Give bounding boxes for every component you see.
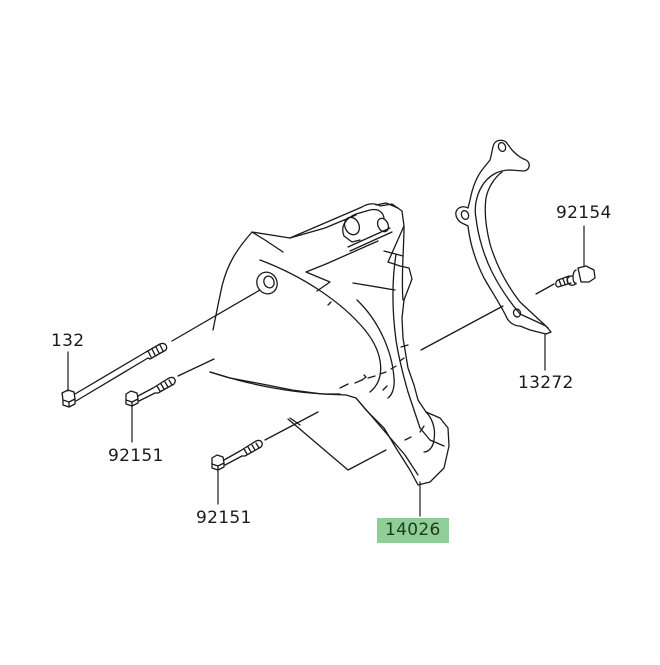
part-label-92154[interactable]: 92154 <box>556 203 612 223</box>
part-label-92151-lower[interactable]: 92151 <box>196 508 252 528</box>
bolt-92151-lower-drawing[interactable] <box>212 412 386 470</box>
bolt-132-drawing[interactable] <box>62 290 260 407</box>
part-label-132[interactable]: 132 <box>51 331 85 351</box>
bolt-92151-upper-drawing[interactable] <box>126 359 214 406</box>
gasket-drawing[interactable] <box>456 140 551 334</box>
sprocket-cover-drawing[interactable] <box>210 203 449 485</box>
leader-lines <box>68 226 584 516</box>
part-label-13272[interactable]: 13272 <box>518 373 574 393</box>
part-label-14026-highlighted[interactable]: 14026 <box>377 518 449 543</box>
bolt-92154-drawing[interactable] <box>421 266 595 350</box>
part-label-92151-upper[interactable]: 92151 <box>108 446 164 466</box>
